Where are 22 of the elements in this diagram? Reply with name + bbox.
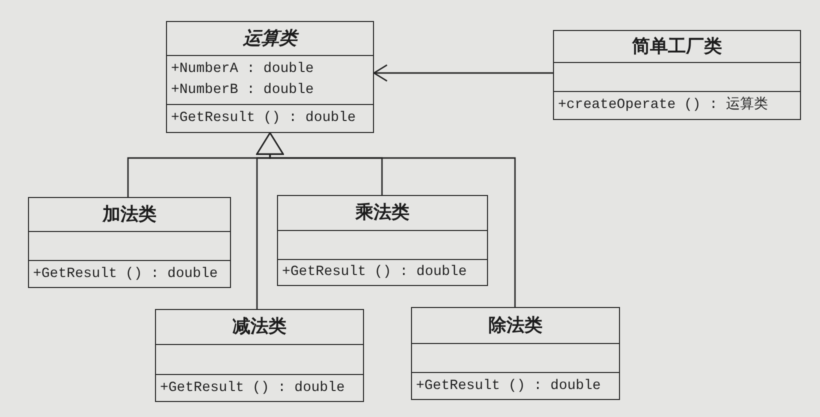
class-box xyxy=(28,197,231,288)
attribute-text: +NumberB : double xyxy=(171,81,314,100)
method-text: +GetResult () : double xyxy=(160,378,345,398)
class-name: 减法类 xyxy=(232,316,286,338)
class-name: 乘法类 xyxy=(356,202,410,224)
class-box xyxy=(411,307,620,400)
attribute-text: +NumberA : double xyxy=(171,60,314,79)
method-text: +GetResult () : double xyxy=(33,264,218,284)
method-text: +GetResult () : double xyxy=(282,263,467,282)
class-box xyxy=(553,30,801,120)
class-box xyxy=(277,195,488,286)
class-name: 加法类 xyxy=(102,204,156,226)
class-name: 运算类 xyxy=(243,28,297,50)
class-name: 除法类 xyxy=(488,314,542,336)
class-box xyxy=(166,21,374,133)
generalization-arrow xyxy=(256,132,516,307)
class-name: 简单工厂类 xyxy=(632,36,722,58)
method-text: +createOperate () : 运算类 xyxy=(558,96,768,115)
association-arrow xyxy=(373,64,553,82)
method-text: +GetResult () : double xyxy=(171,109,356,128)
method-text: +GetResult () : double xyxy=(416,376,601,396)
class-box xyxy=(155,309,364,402)
